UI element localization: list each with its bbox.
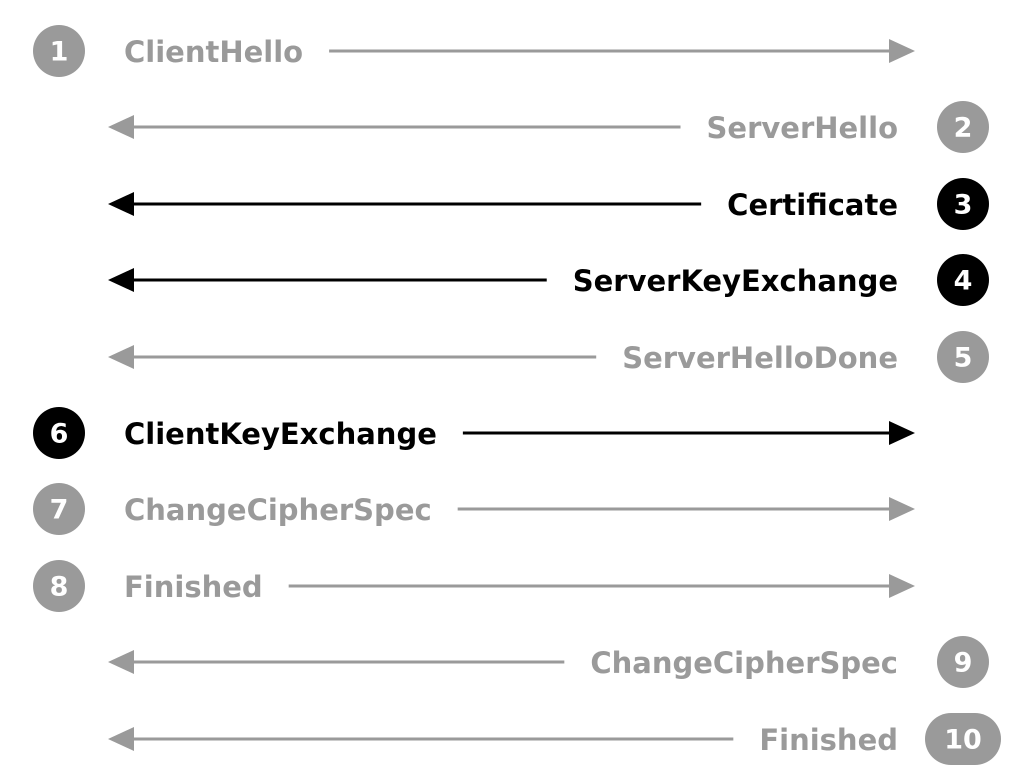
handshake-row: 4 ServerKeyExchange (108, 254, 989, 306)
message-label: ChangeCipherSpec (590, 646, 898, 680)
step-badge (33, 25, 85, 77)
arrow-left-icon (108, 345, 134, 369)
message-label: Finished (759, 723, 898, 757)
handshake-row: 9 ChangeCipherSpec (108, 636, 989, 688)
step-number: 3 (954, 190, 973, 221)
message-label: ServerHello (707, 111, 898, 145)
message-label: ChangeCipherSpec (124, 493, 432, 527)
arrow-right-icon (889, 39, 915, 63)
step-badge (937, 636, 989, 688)
handshake-row: 2 ServerHello (108, 101, 989, 153)
step-number: 6 (50, 419, 69, 450)
step-badge (33, 560, 85, 612)
handshake-row: 3 Certificate (108, 178, 989, 230)
step-badge (937, 101, 989, 153)
step-badge (937, 178, 989, 230)
arrow-right-icon (889, 497, 915, 521)
step-number: 8 (50, 572, 69, 603)
message-label: ServerKeyExchange (573, 264, 898, 298)
message-label: Finished (124, 570, 263, 604)
step-badge (937, 254, 989, 306)
step-badge (925, 713, 1001, 765)
arrow-right-icon (889, 574, 915, 598)
handshake-row: 7 ChangeCipherSpec (33, 483, 915, 535)
step-number: 5 (954, 343, 973, 374)
step-number: 1 (50, 37, 69, 68)
arrow-left-icon (108, 192, 134, 216)
step-number: 2 (954, 113, 973, 144)
message-label: ClientKeyExchange (124, 417, 437, 451)
step-badge (937, 331, 989, 383)
step-badge (33, 483, 85, 535)
arrow-left-icon (108, 650, 134, 674)
arrow-left-icon (108, 115, 134, 139)
arrow-left-icon (108, 268, 134, 292)
handshake-row: 8 Finished (33, 560, 915, 612)
handshake-row: 6 ClientKeyExchange (33, 407, 915, 459)
arrow-left-icon (108, 727, 134, 751)
step-number: 9 (954, 648, 973, 679)
handshake-row: 1 ClientHello (33, 25, 915, 77)
handshake-row: 5 ServerHelloDone (108, 331, 989, 383)
step-badge (33, 407, 85, 459)
message-label: Certificate (727, 188, 898, 222)
step-number: 10 (944, 725, 982, 756)
step-number: 7 (50, 495, 69, 526)
message-label: ServerHelloDone (622, 341, 898, 375)
step-number: 4 (954, 266, 973, 297)
handshake-row: 10 Finished (108, 713, 1001, 765)
arrow-right-icon (889, 421, 915, 445)
message-label: ClientHello (124, 35, 303, 69)
